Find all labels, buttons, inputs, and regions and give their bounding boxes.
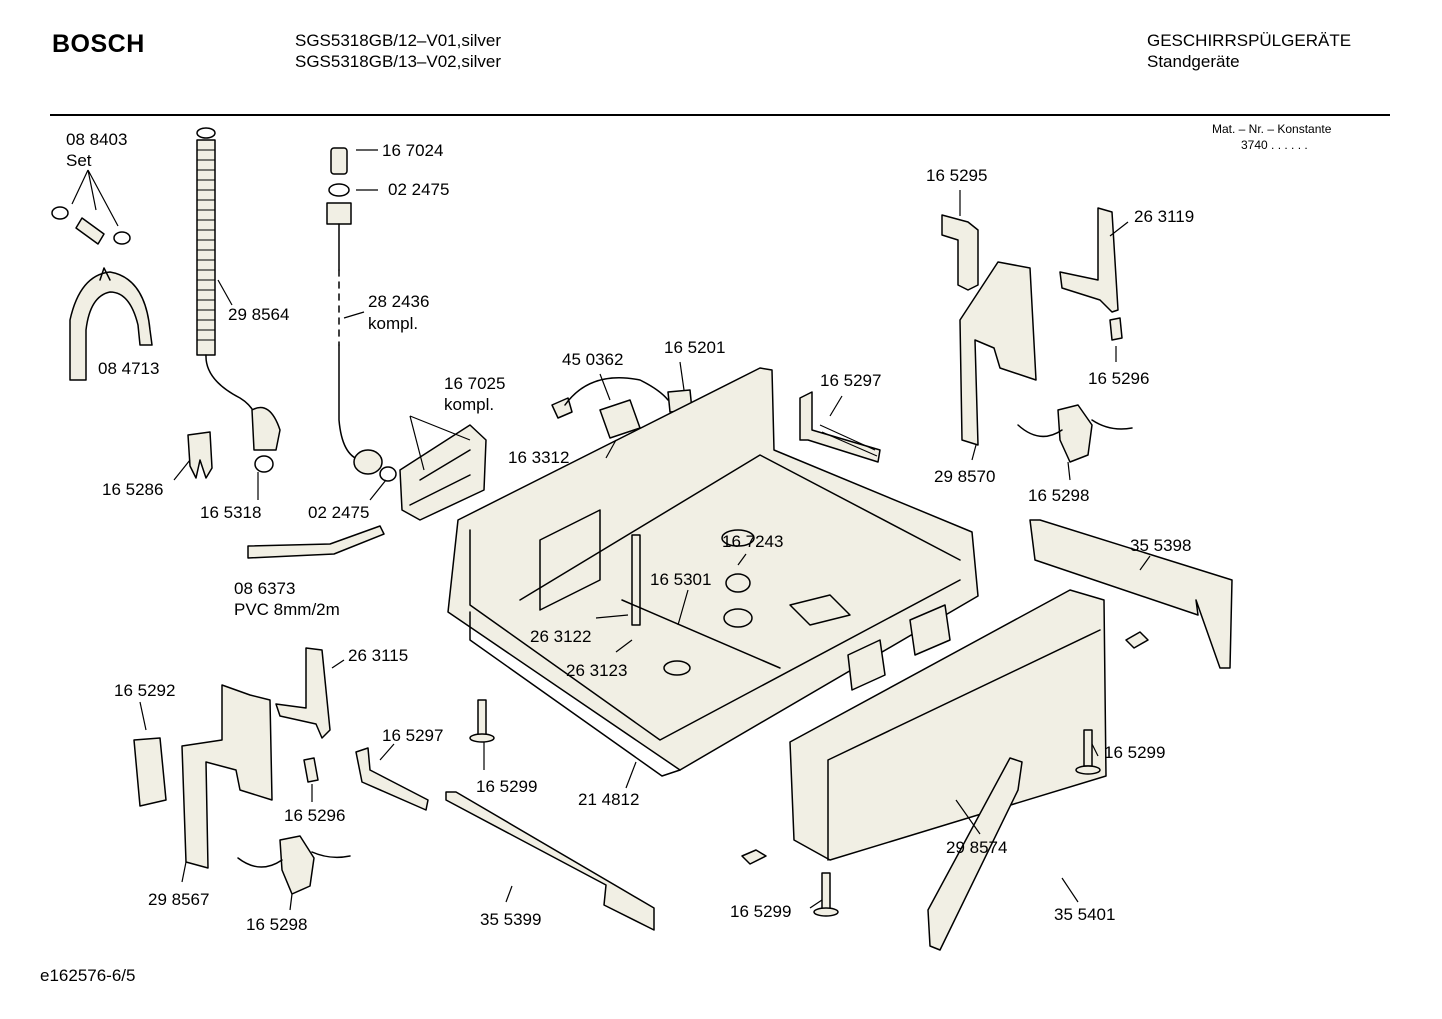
header-divider: [50, 114, 1390, 116]
category-title: GESCHIRRSPÜLGERÄTE: [1147, 31, 1352, 50]
material-number-label: Mat. – Nr. – Konstante: [1212, 122, 1332, 136]
part-label: 16 5299: [730, 902, 792, 921]
part-label: 16 5298: [246, 915, 308, 934]
front-cover-drawing: [927, 757, 1023, 951]
drain-hose-drawing: [196, 127, 281, 473]
part-label: 26 3119: [1134, 207, 1195, 226]
wiring-module-drawing: [551, 377, 693, 439]
part-label: 08 8403: [66, 130, 128, 149]
part-label: 16 5295: [926, 166, 988, 185]
inlet-hose-drawing: [326, 147, 397, 482]
model-number-2: SGS5318GB/13–V02,silver: [295, 52, 502, 71]
part-label: 16 3312: [508, 448, 570, 467]
part-label: 16 5292: [114, 681, 176, 700]
part-label: 16 5296: [1088, 369, 1150, 388]
part-label: 16 5297: [820, 371, 882, 390]
part-label: 08 6373: [234, 579, 296, 598]
material-number-value: 3740 . . . . . .: [1241, 138, 1308, 152]
hose-bracket-drawing: [69, 267, 153, 381]
part-label: 35 5399: [480, 910, 542, 929]
part-label: PVC 8mm/2m: [234, 600, 340, 619]
part-label: 16 5201: [664, 338, 726, 357]
part-label: 16 5286: [102, 480, 164, 499]
base-tub-drawing: [447, 367, 979, 777]
part-label: 16 5298: [1028, 486, 1090, 505]
part-label: 02 2475: [308, 503, 370, 522]
part-label: 35 5398: [1130, 536, 1192, 555]
part-label: 16 5296: [284, 806, 346, 825]
part-label: 16 5297: [382, 726, 444, 745]
part-label: 45 0362: [562, 350, 624, 369]
part-label: 35 5401: [1054, 905, 1116, 924]
part-label: 16 7025: [444, 374, 506, 393]
part-label: 16 5299: [1104, 743, 1166, 762]
brand-logo: BOSCH: [52, 30, 145, 58]
material-number-info: Mat. – Nr. – Konstante 3740 . . . . . .: [1212, 121, 1331, 153]
leader-lines: [71, 149, 1151, 911]
filter-clip-drawing: [187, 431, 213, 479]
part-label: 29 8570: [934, 467, 996, 486]
part-label: 02 2475: [388, 180, 450, 199]
model-number-1: SGS5318GB/12–V01,silver: [295, 31, 502, 50]
part-label: 21 4812: [578, 790, 640, 809]
part-label: 16 7243: [722, 532, 784, 551]
plinth-drawing: [789, 589, 1107, 861]
document-id: e162576-6/5: [40, 966, 136, 985]
part-label: 29 8564: [228, 305, 290, 324]
part-label: 16 5301: [650, 570, 712, 589]
part-label: 16 5318: [200, 503, 262, 522]
adjustable-foot-drawing: [469, 631, 1149, 917]
part-label: 29 8567: [148, 890, 210, 909]
pvc-hose-drawing: [247, 525, 385, 559]
part-label: 26 3115: [348, 646, 409, 665]
right-hinge-assembly-drawing: [941, 207, 1133, 463]
part-label: 28 2436: [368, 292, 430, 311]
hinge-spring-drawing: [799, 391, 881, 463]
model-list: SGS5318GB/12–V01,silver SGS5318GB/13–V02…: [295, 30, 501, 72]
hinge-spring-left-drawing: [355, 747, 429, 811]
part-label: 26 3123: [566, 661, 628, 680]
plinth-panel-left-drawing: [445, 791, 655, 931]
part-label: 29 8574: [946, 838, 1008, 857]
hose-clamp-set-drawing: [51, 206, 131, 245]
category-subtitle: Standgeräte: [1147, 52, 1240, 71]
part-label: 16 7024: [382, 141, 444, 160]
part-label: Set: [66, 151, 92, 170]
plinth-panel-right-drawing: [1029, 519, 1233, 669]
part-label: 26 3122: [530, 627, 592, 646]
left-hinge-assembly-drawing: [133, 647, 351, 895]
part-label: 16 5299: [476, 777, 538, 796]
inlet-valve-drawing: [399, 424, 487, 521]
part-label: kompl.: [368, 314, 419, 333]
category-heading: GESCHIRRSPÜLGERÄTE Standgeräte: [1147, 30, 1351, 72]
part-label: 08 4713: [98, 359, 160, 378]
part-label: kompl.: [444, 395, 495, 414]
